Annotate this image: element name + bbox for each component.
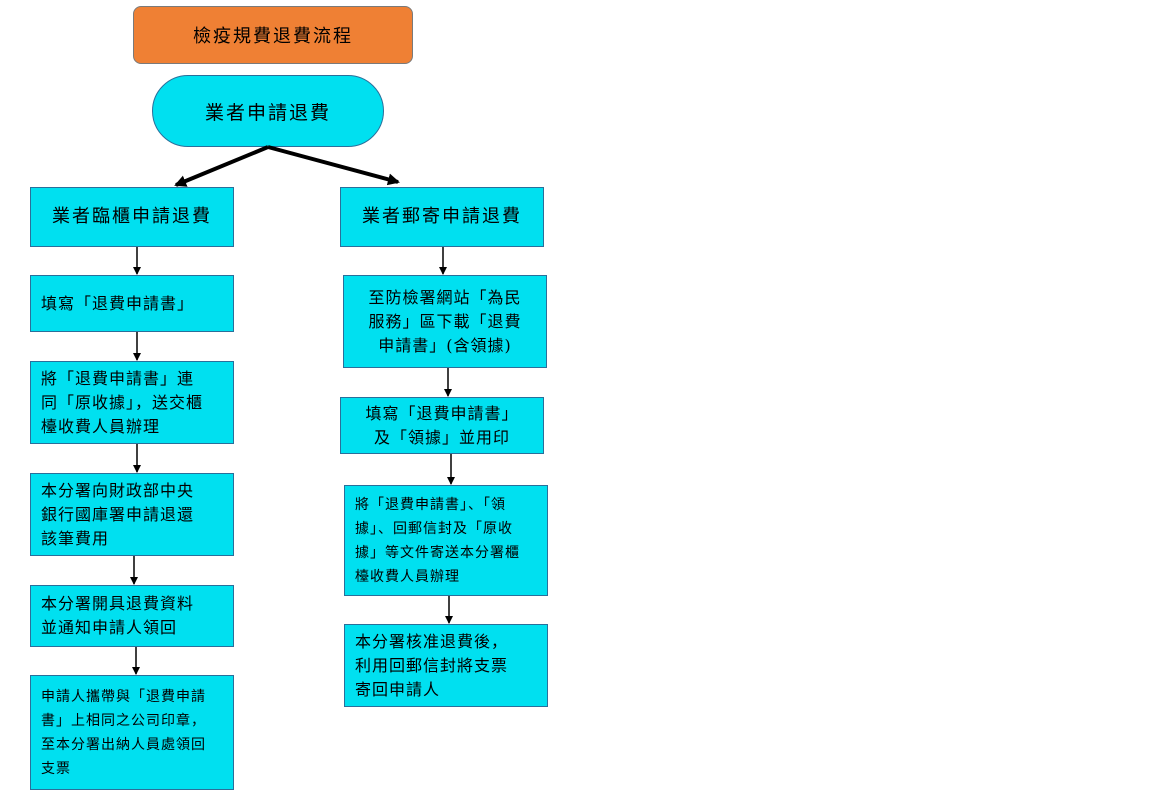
left-branch-header: 業者臨櫃申請退費: [30, 187, 234, 247]
right-step-3: 將「退費申請書」、「領 據」、回郵信封及「原收 據」等文件寄送本分署櫃 檯收費人…: [344, 485, 548, 596]
left-step-5: 申請人攜帶與「退費申請 書」上相同之公司印章， 至本分署出納人員處領回 支票: [30, 675, 234, 790]
right-step-2: 填寫「退費申請書」 及「領據」並用印: [340, 397, 544, 454]
right-step-4: 本分署核准退費後， 利用回郵信封將支票 寄回申請人: [344, 624, 548, 707]
right-step-1: 至防檢署網站「為民 服務」區下載「退費 申請書」(含領據): [343, 275, 547, 368]
left-step-4: 本分署開具退費資料 並通知申請人領回: [30, 585, 234, 647]
flowchart-title: 檢疫規費退費流程: [133, 6, 413, 64]
left-step-2: 將「退費申請書」連 同「原收據」，送交櫃 檯收費人員辦理: [30, 361, 234, 444]
right-branch-header: 業者郵寄申請退費: [340, 187, 544, 247]
left-step-1: 填寫「退費申請書」: [30, 275, 234, 332]
arrow-start-to-left: [174, 145, 269, 187]
start-node: 業者申請退費: [152, 75, 384, 147]
left-step-3: 本分署向財政部中央 銀行國庫署申請退還 該筆費用: [30, 473, 234, 556]
arrow-start-to-right: [267, 145, 400, 186]
